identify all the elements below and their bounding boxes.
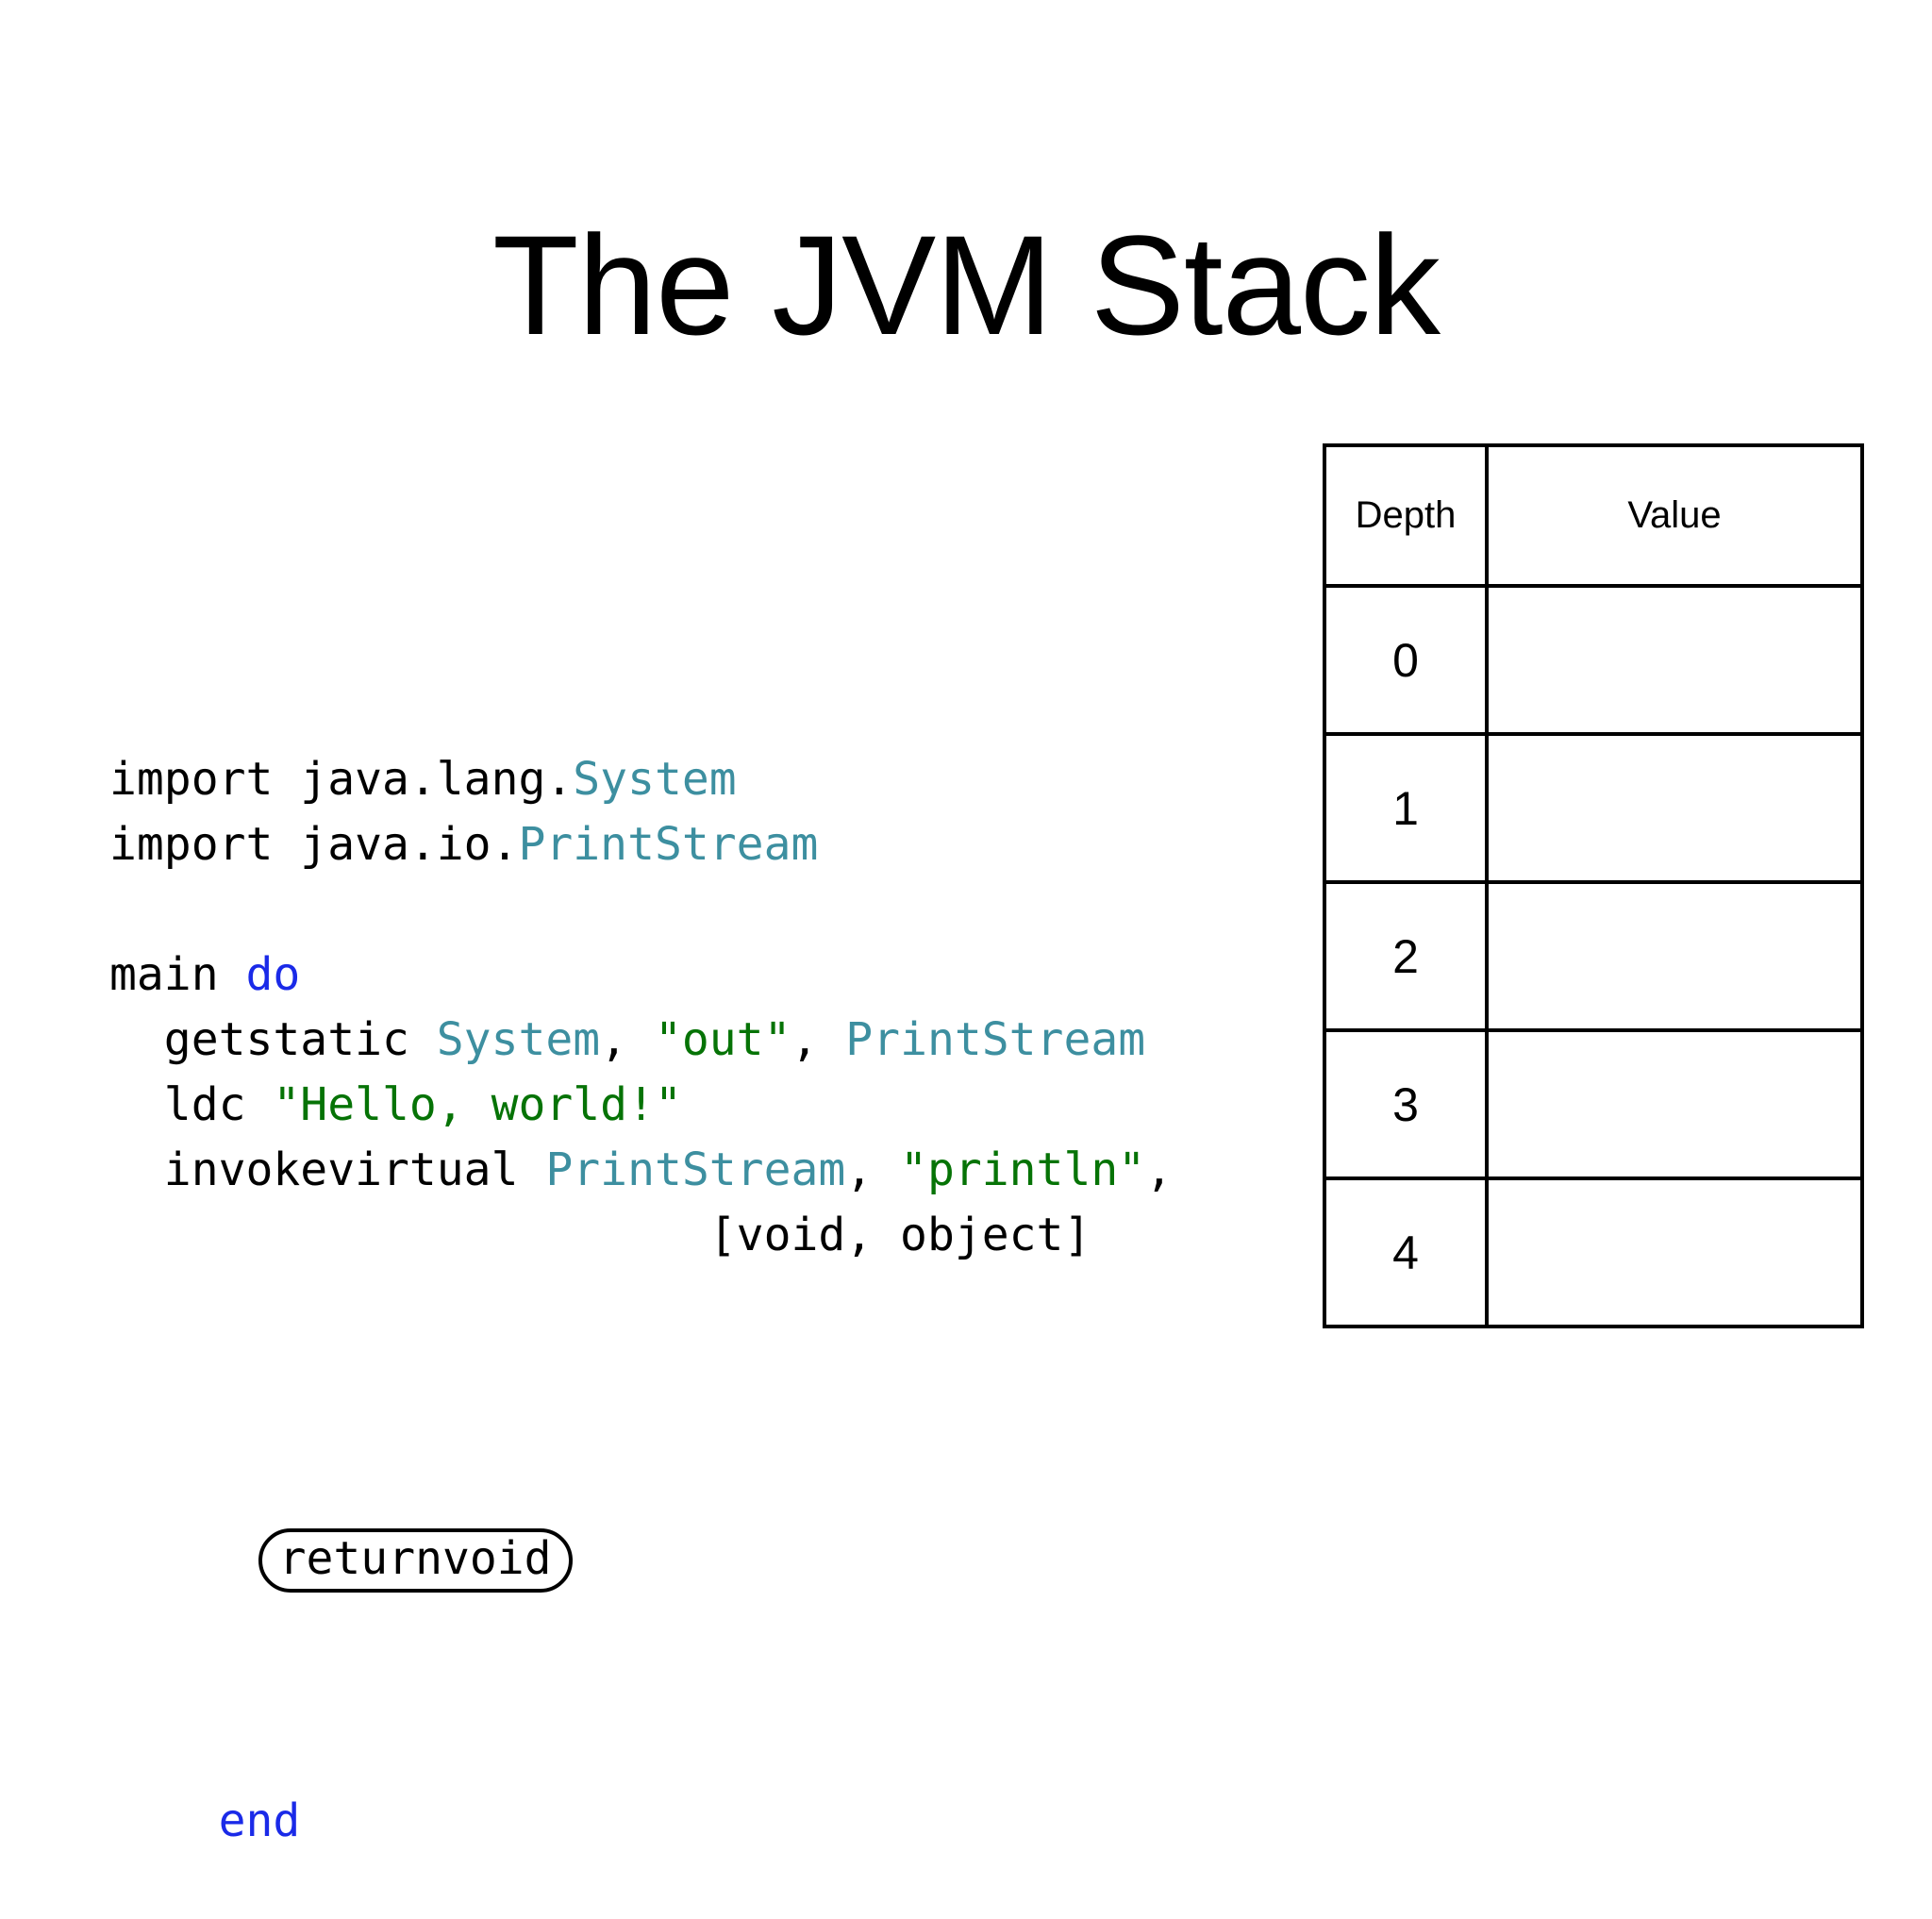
code-token-string: "println" bbox=[900, 1143, 1146, 1196]
code-token-class: System bbox=[436, 1013, 601, 1066]
end-keyword-line: end bbox=[109, 1724, 1173, 1847]
stack-depth-cell: 2 bbox=[1323, 880, 1489, 1032]
code-token-class: PrintStream bbox=[518, 818, 819, 871]
column-header-value: Value bbox=[1485, 443, 1864, 588]
page-title: The JVM Stack bbox=[492, 205, 1441, 364]
code-token-plain: getstatic bbox=[109, 1013, 437, 1066]
table-row: 2 bbox=[1323, 880, 1864, 1032]
code-line-main-do: main do bbox=[109, 943, 1173, 1008]
code-line-import-system: import java.lang.System bbox=[109, 747, 1173, 812]
code-token-string: "out" bbox=[654, 1013, 791, 1066]
code-token-plain: invokevirtual bbox=[109, 1143, 546, 1196]
returnvoid-line: returnvoid bbox=[109, 1463, 1173, 1593]
stack-depth-cell: 0 bbox=[1323, 584, 1489, 736]
code-token-plain: , bbox=[791, 1013, 846, 1066]
stack-depth-cell: 1 bbox=[1323, 732, 1489, 884]
code-token-string: "Hello, world!" bbox=[273, 1078, 682, 1131]
stack-value-cell[interactable] bbox=[1485, 1176, 1864, 1328]
table-row: 1 bbox=[1323, 732, 1864, 884]
stack-depth-cell: 3 bbox=[1323, 1028, 1489, 1180]
code-token-keyword: do bbox=[245, 948, 301, 1001]
stack-value-cell[interactable] bbox=[1485, 732, 1864, 884]
code-line-blank-1 bbox=[109, 877, 1173, 943]
code-token-plain: import java.lang. bbox=[109, 753, 574, 806]
table-row: 0 bbox=[1323, 584, 1864, 736]
code-token-class: PrintStream bbox=[845, 1013, 1146, 1066]
stack-depth-cell: 4 bbox=[1323, 1176, 1489, 1328]
table-row: 4 bbox=[1323, 1176, 1864, 1328]
stack-value-cell[interactable] bbox=[1485, 880, 1864, 1032]
table-row: 3 bbox=[1323, 1028, 1864, 1180]
end-keyword: end bbox=[218, 1794, 301, 1847]
code-token-class: System bbox=[573, 753, 737, 806]
code-line-ldc: ldc "Hello, world!" bbox=[109, 1073, 1173, 1138]
code-line-invokevirtual: invokevirtual PrintStream, "println", bbox=[109, 1138, 1173, 1203]
table-header-row: Depth Value bbox=[1323, 443, 1864, 588]
code-token-plain: import java.io. bbox=[109, 818, 519, 871]
code-line-getstatic: getstatic System, "out", PrintStream bbox=[109, 1008, 1173, 1073]
code-token-class: PrintStream bbox=[545, 1143, 846, 1196]
code-token-plain: main bbox=[109, 948, 246, 1001]
stack-value-cell[interactable] bbox=[1485, 1028, 1864, 1180]
column-header-depth: Depth bbox=[1323, 443, 1489, 588]
code-line-import-printstream: import java.io.PrintStream bbox=[109, 812, 1173, 877]
code-token-plain: , bbox=[600, 1013, 655, 1066]
returnvoid-opcode-highlight[interactable]: returnvoid bbox=[258, 1528, 573, 1593]
stack-table-header: Depth Value bbox=[1323, 443, 1864, 588]
code-line-signature-continuation: [void, object] bbox=[109, 1203, 1173, 1268]
code-token-plain: , bbox=[845, 1143, 901, 1196]
code-token-plain: , bbox=[1145, 1143, 1174, 1196]
stack-value-cell[interactable] bbox=[1485, 584, 1864, 736]
code-token-plain: [void, object] bbox=[109, 1209, 1091, 1261]
code-token-plain: ldc bbox=[109, 1078, 274, 1131]
